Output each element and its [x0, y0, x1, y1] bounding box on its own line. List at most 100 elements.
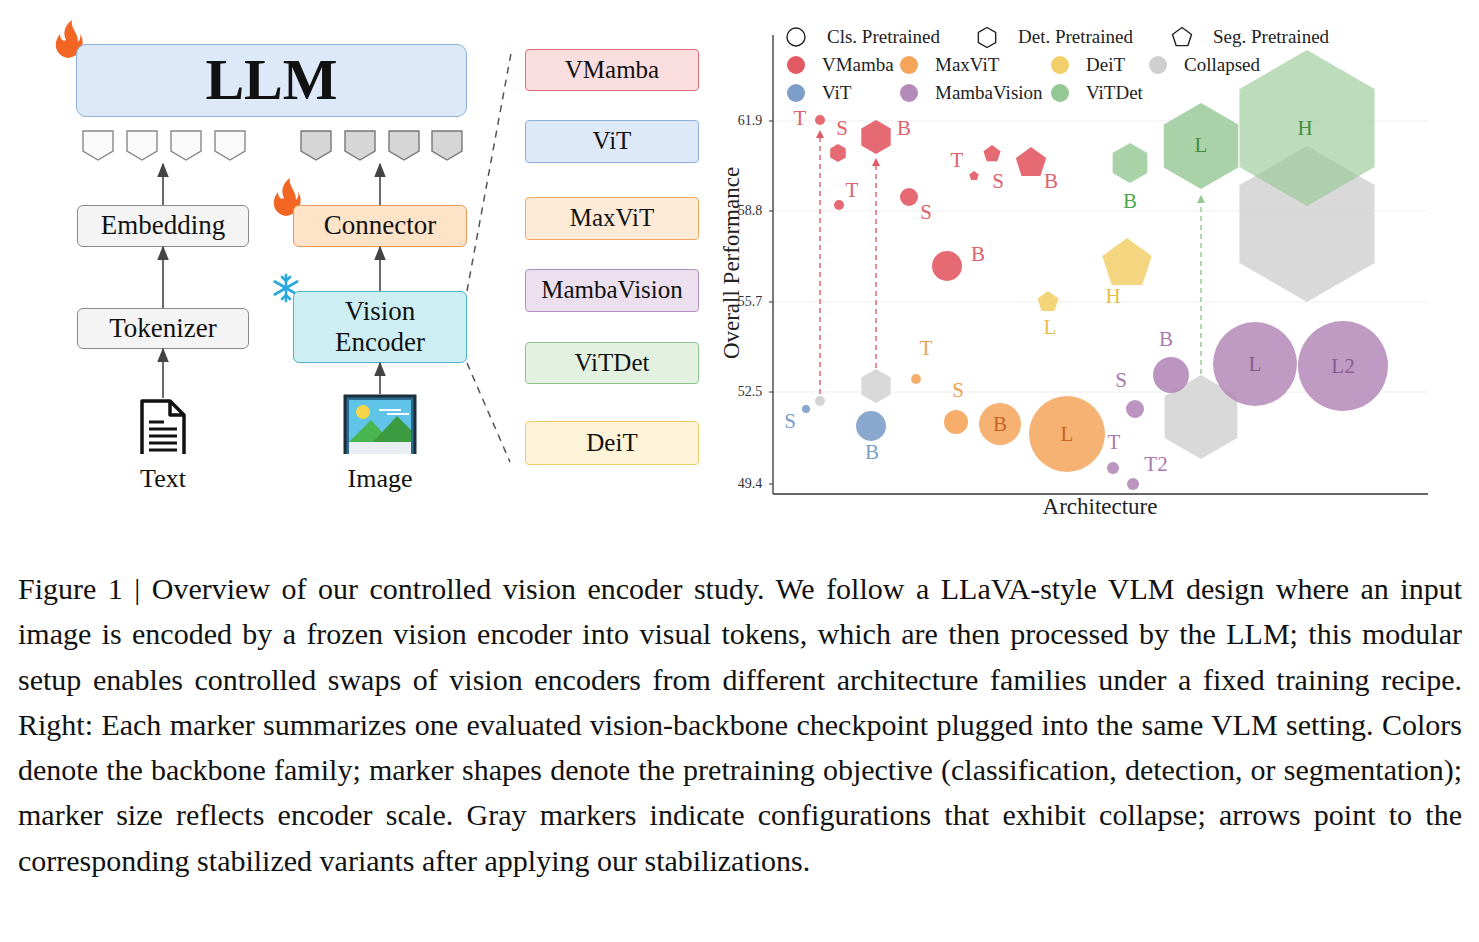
data-marker	[1126, 400, 1144, 418]
legend-shape-outline	[787, 28, 805, 46]
process-box: VMamba	[525, 49, 699, 91]
legend-text: Det. Pretrained	[1018, 26, 1133, 48]
node-label: MambaVision	[541, 276, 683, 305]
size-label: T	[951, 150, 964, 171]
text-tokens	[83, 131, 245, 160]
data-marker	[944, 410, 968, 434]
figure-caption: Figure 1 | Overview of our controlled vi…	[18, 566, 1462, 883]
legend-swatch	[1051, 84, 1069, 102]
image-cloud	[379, 409, 401, 411]
legend-text: ViTDet	[1086, 82, 1143, 104]
size-label: B	[993, 414, 1007, 435]
size-label: T2	[1144, 454, 1167, 475]
data-marker	[969, 171, 979, 180]
size-label: S	[1115, 370, 1127, 391]
process-box: MambaVision	[525, 269, 699, 312]
stabilization-arrow	[819, 136, 820, 394]
legend-swatch	[900, 84, 918, 102]
tick-label: 52.5	[738, 385, 763, 399]
document-line	[149, 435, 177, 438]
size-label: L2	[1331, 356, 1354, 377]
node-label: ViTDet	[575, 349, 650, 378]
document-line	[149, 442, 177, 445]
node-label: MaxViT	[570, 204, 655, 233]
axis-title: Architecture	[1043, 495, 1158, 518]
size-label: T	[920, 338, 933, 359]
data-marker	[815, 115, 825, 125]
data-marker	[900, 188, 918, 206]
node-label: Image	[348, 464, 413, 494]
legend-text: ViT	[822, 82, 851, 104]
data-marker	[979, 403, 1021, 445]
token-arrow	[379, 164, 381, 205]
y-axis	[772, 35, 773, 494]
flow-arrow	[162, 247, 164, 308]
legend-swatch	[900, 56, 918, 74]
document-icon	[138, 398, 188, 454]
data-marker	[983, 145, 1000, 161]
size-label: H	[1297, 118, 1312, 139]
zoom-line	[467, 363, 510, 462]
flow-arrow	[379, 247, 381, 291]
size-label: S	[992, 171, 1004, 192]
data-marker	[1102, 238, 1151, 285]
legend-text: Seg. Pretrained	[1213, 26, 1329, 48]
process-box: ViT	[525, 120, 699, 163]
document-outline	[142, 401, 184, 454]
icon-node: Image	[328, 394, 432, 494]
image-sky	[349, 400, 411, 442]
image-sun	[356, 405, 370, 419]
legend-text: Collapsed	[1184, 54, 1260, 76]
data-marker	[1038, 291, 1059, 311]
size-label: S	[836, 118, 848, 139]
image-ground	[349, 442, 411, 454]
document-line	[149, 449, 177, 452]
legend-shape-outline	[978, 28, 995, 48]
arrow-head	[816, 130, 824, 138]
process-box: Embedding	[77, 205, 249, 247]
data-marker	[802, 405, 810, 413]
stabilization-arrow	[875, 164, 876, 368]
token-arrow	[162, 164, 164, 205]
process-box: Connector	[293, 205, 467, 247]
node-label: VMamba	[565, 56, 659, 85]
node-label: DeiT	[586, 429, 637, 458]
size-label: B	[1123, 191, 1137, 212]
data-marker	[1164, 103, 1238, 189]
legend-text: MaxViT	[935, 54, 999, 76]
legend-shape	[784, 25, 808, 49]
process-box: LLM	[76, 44, 467, 117]
node-label: Tokenizer	[109, 313, 217, 344]
legend-text: MambaVision	[935, 82, 1043, 104]
node-label: Text	[140, 464, 186, 494]
node-label: ViT	[593, 127, 632, 156]
data-marker	[911, 374, 921, 384]
legend-swatch	[1149, 56, 1167, 74]
size-label: S	[784, 411, 796, 432]
data-marker	[1113, 143, 1148, 183]
process-box: DeiT	[525, 421, 699, 465]
size-label: L	[1249, 354, 1262, 375]
data-marker	[834, 200, 844, 210]
axis-ticks	[769, 121, 773, 484]
document-line	[149, 421, 164, 424]
size-label: B	[1159, 329, 1173, 350]
node-label: LLM	[205, 47, 337, 114]
node-label: Vision Encoder	[315, 296, 445, 358]
stabilization-arrow	[1200, 201, 1201, 374]
size-label: S	[952, 380, 964, 401]
image-icon	[343, 394, 417, 454]
size-label: S	[920, 202, 932, 223]
size-label: B	[1044, 171, 1058, 192]
flow-arrow	[162, 349, 164, 398]
tick-label: 49.4	[738, 477, 763, 491]
size-label: H	[1105, 286, 1120, 307]
data-marker	[1029, 396, 1105, 472]
size-label: T	[794, 108, 807, 129]
icon-node: Text	[118, 398, 208, 494]
data-marker	[856, 411, 886, 441]
tick-label: 61.9	[738, 114, 763, 128]
data-marker	[1153, 357, 1189, 393]
image-frame	[345, 396, 415, 454]
size-label: T	[1108, 432, 1121, 453]
